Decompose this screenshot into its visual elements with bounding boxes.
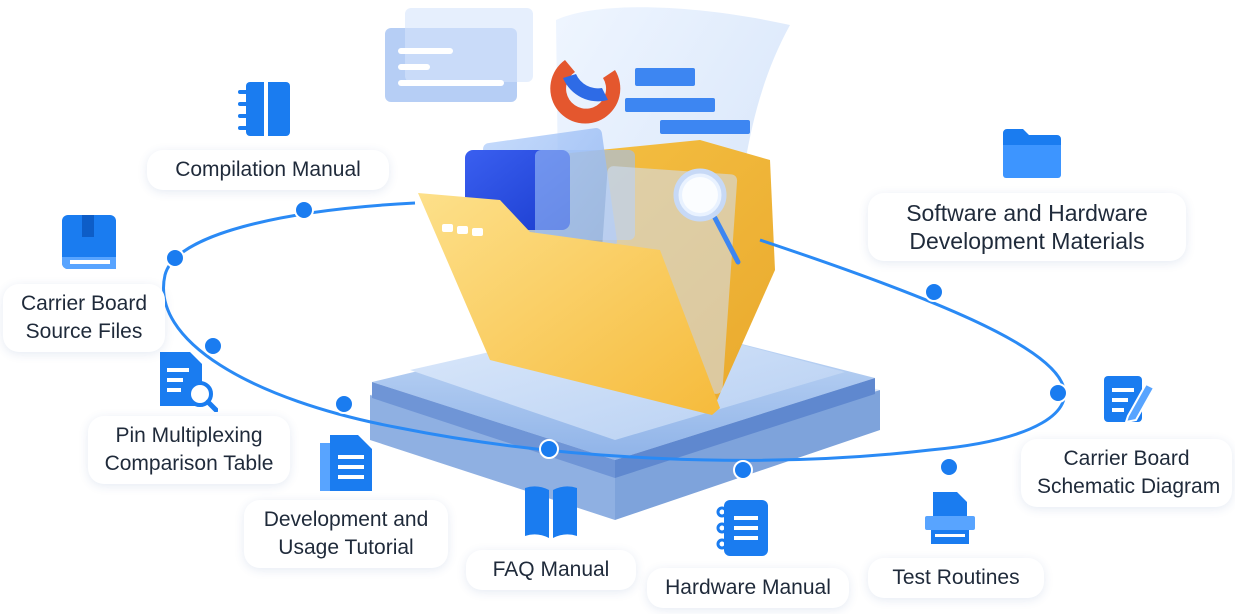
label-faq-manual: FAQ Manual <box>466 550 636 590</box>
spiral-notebook-icon <box>716 500 768 556</box>
folder-icon <box>1003 129 1061 178</box>
orbit-dots <box>165 200 1068 480</box>
document-search-icon <box>160 352 218 412</box>
carrier-schematic-line1: Carrier Board <box>1063 447 1190 470</box>
pin-mux-line1: Pin Multiplexing <box>115 424 263 447</box>
pin-mux-line2: Comparison Table <box>104 452 274 475</box>
glass-card <box>385 8 533 102</box>
faq-manual-text: FAQ Manual <box>492 558 610 581</box>
carrier-source-line1: Carrier Board <box>20 292 148 315</box>
carrier-source-line2: Source Files <box>25 320 143 343</box>
label-development-usage-tutorial: Development and Usage Tutorial <box>244 500 448 568</box>
hardware-manual-text: Hardware Manual <box>665 576 831 599</box>
printer-icon <box>925 492 975 544</box>
label-pin-multiplexing-table: Pin Multiplexing Comparison Table <box>88 416 290 484</box>
label-compilation-manual: Compilation Manual <box>147 150 389 190</box>
dev-tutorial-line2: Usage Tutorial <box>278 536 414 559</box>
note-edit-icon <box>1104 376 1156 424</box>
label-software-hardware-materials: Software and Hardware Development Materi… <box>868 193 1186 261</box>
software-hardware-line2: Development Materials <box>909 228 1145 254</box>
compilation-manual-text: Compilation Manual <box>175 158 361 181</box>
carrier-schematic-line2: Schematic Diagram <box>1037 475 1221 498</box>
software-hardware-line1: Software and Hardware <box>906 200 1148 226</box>
dev-tutorial-line1: Development and <box>263 508 429 531</box>
open-book-icon <box>525 486 577 538</box>
magnifier <box>673 168 741 265</box>
notebook-icon <box>238 82 290 136</box>
orbit-ring <box>162 201 1067 462</box>
label-carrier-board-source-files: Carrier Board Source Files <box>3 284 165 352</box>
label-test-routines: Test Routines <box>868 558 1044 598</box>
book-icon <box>62 215 116 269</box>
test-routines-text: Test Routines <box>892 566 1020 589</box>
documents-icon <box>320 435 372 491</box>
label-carrier-board-schematic: Carrier Board Schematic Diagram <box>1021 439 1232 507</box>
label-hardware-manual: Hardware Manual <box>647 568 849 608</box>
